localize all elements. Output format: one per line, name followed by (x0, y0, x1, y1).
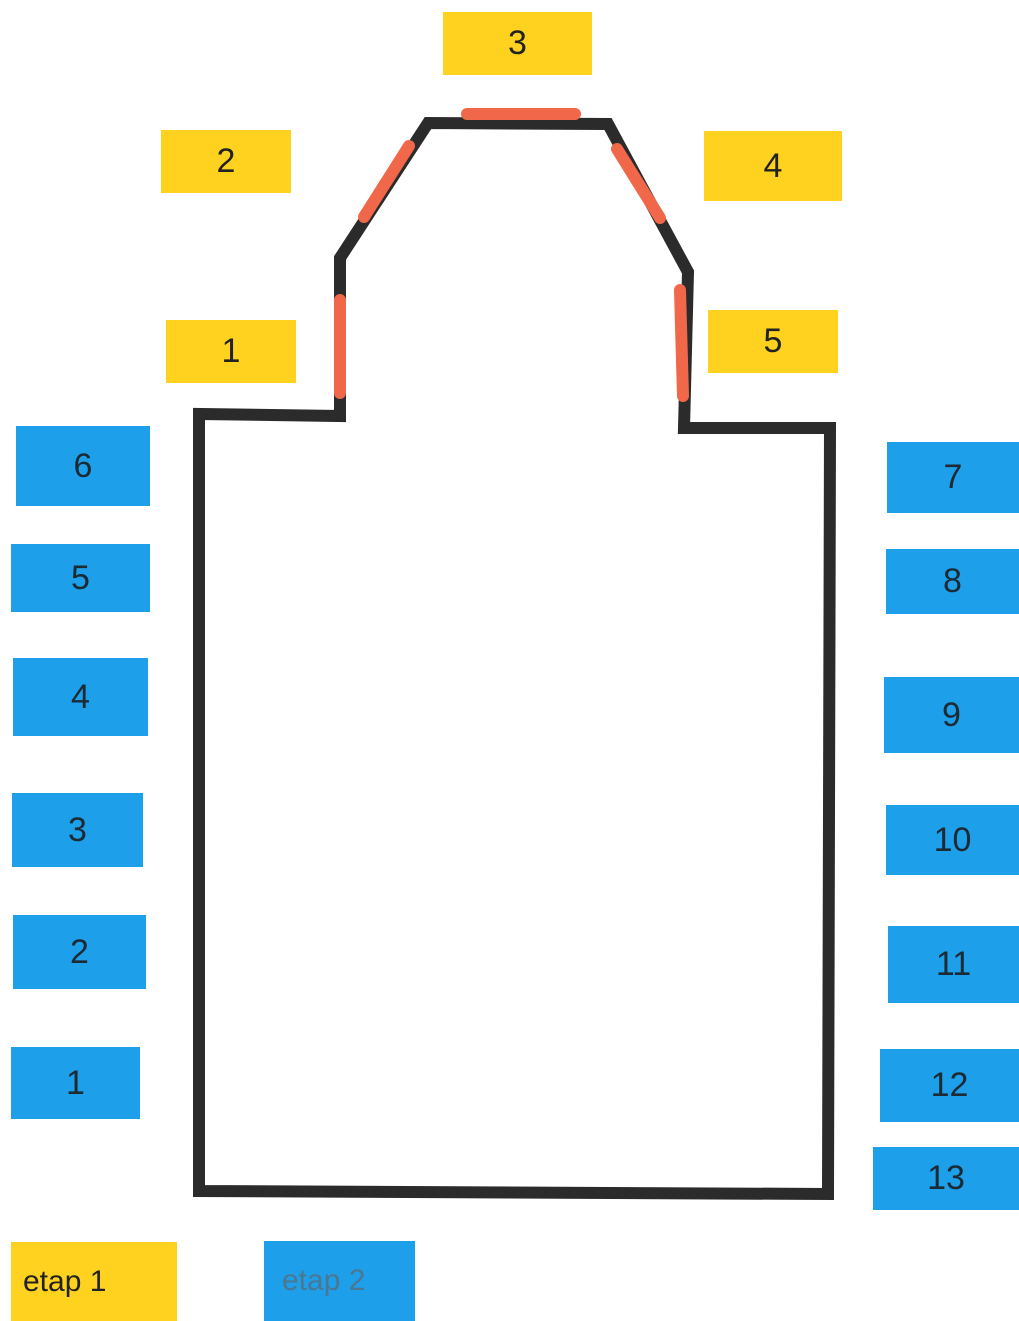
stage2-label-10: 10 (886, 805, 1019, 875)
stage2-label-7: 7 (887, 442, 1019, 513)
stage1-label-1: 1 (166, 320, 296, 383)
segment-4 (611, 143, 666, 224)
stage2-label-5: 5 (11, 544, 150, 612)
stage2-label-1: 1 (11, 1047, 140, 1119)
legend-stage1: etap 1 (11, 1242, 177, 1321)
stage2-label-2: 2 (13, 915, 146, 989)
stage1-label-4: 4 (704, 131, 842, 201)
stage2-label-12: 12 (880, 1049, 1019, 1122)
stage2-label-8: 8 (886, 549, 1019, 614)
floor-outline (193, 116, 837, 1201)
segment-2 (358, 140, 415, 223)
segment-5 (674, 284, 689, 402)
stage2-label-13: 13 (873, 1147, 1019, 1210)
stage2-label-6: 6 (16, 426, 150, 506)
stage1-label-5: 5 (708, 310, 838, 373)
stage2-label-9: 9 (884, 677, 1019, 753)
legend-stage2: etap 2 (264, 1241, 415, 1321)
stage2-label-4: 4 (13, 658, 148, 736)
stage2-label-3: 3 (12, 793, 143, 867)
stage2-label-11: 11 (888, 926, 1019, 1003)
stage1-label-3: 3 (443, 12, 592, 75)
stage1-label-2: 2 (161, 130, 291, 193)
